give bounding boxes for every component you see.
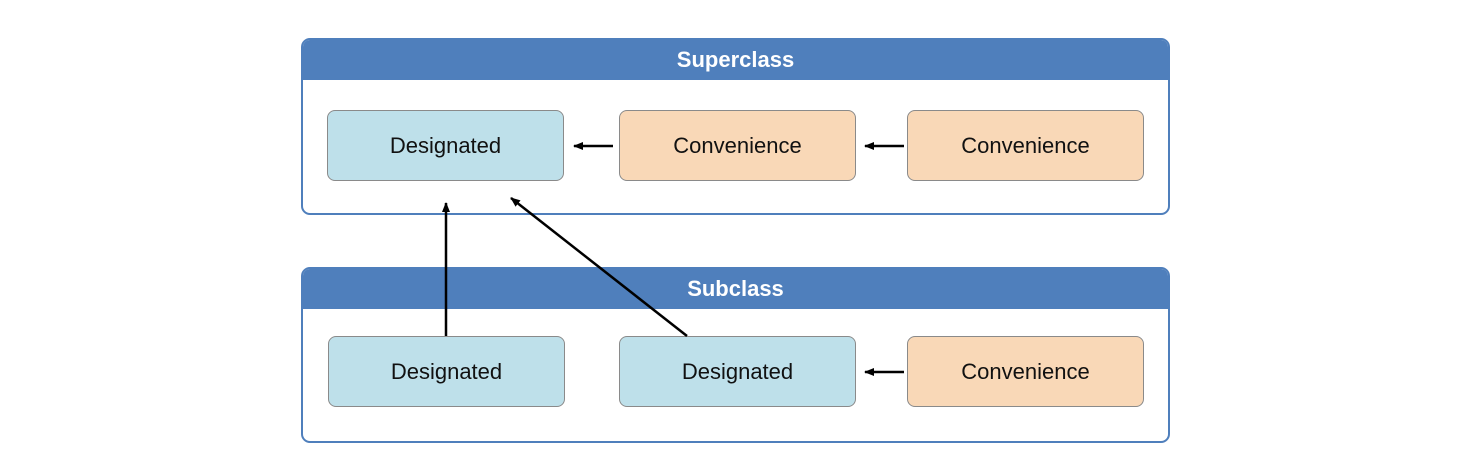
superclass-designated-node: Designated bbox=[327, 110, 564, 181]
subclass-convenience-node: Convenience bbox=[907, 336, 1144, 407]
superclass-convenience-node-2: Convenience bbox=[907, 110, 1144, 181]
subclass-designated-node-1: Designated bbox=[328, 336, 565, 407]
superclass-convenience-node-1: Convenience bbox=[619, 110, 856, 181]
subclass-designated-node-2: Designated bbox=[619, 336, 856, 407]
superclass-title: Superclass bbox=[303, 40, 1168, 80]
arrow-subclass-designated-2-to-superclass-designated bbox=[510, 197, 688, 337]
